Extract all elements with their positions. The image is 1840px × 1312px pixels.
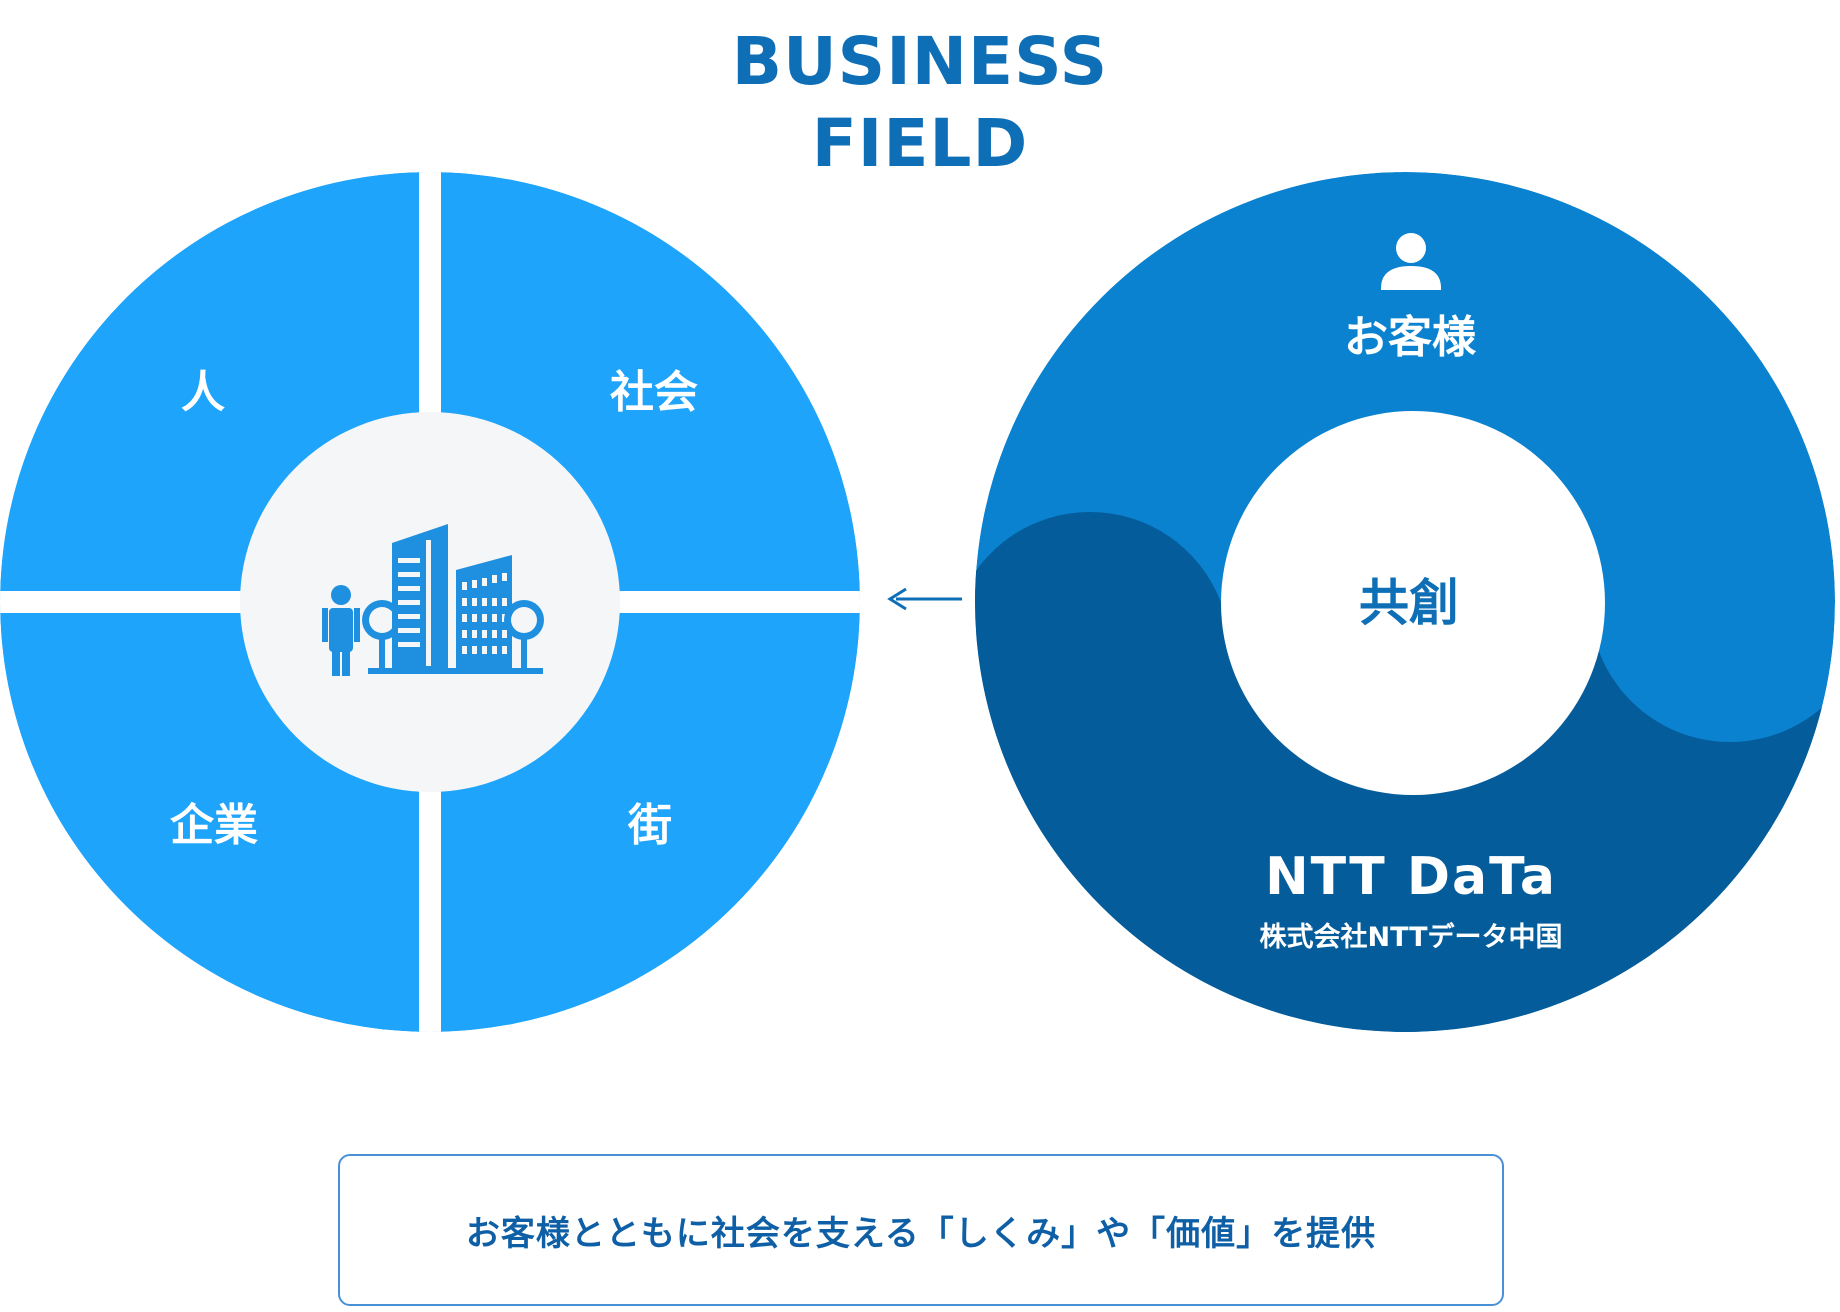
quadrant-label-society: 社会: [610, 367, 698, 418]
quadrant-label-companies: 企業: [170, 800, 258, 851]
person-head: [331, 585, 351, 605]
company-name: 株式会社NTTデータ中国: [1259, 921, 1562, 953]
co-creation-label: 共創: [1359, 574, 1459, 632]
ground-line: [368, 668, 543, 674]
customer-label: お客様: [1344, 312, 1477, 363]
summary-text: お客様とともに社会を支える「しくみ」や「価値」を提供: [465, 1213, 1377, 1254]
title-line-2: FIELD: [811, 105, 1029, 182]
tall-building: [392, 524, 448, 670]
person-body: [329, 608, 353, 652]
quadrant-label-town: 街: [627, 800, 672, 851]
right-circle-bottom-wave: [975, 511, 1835, 1032]
person-arm-right: [354, 608, 360, 642]
tree-right-trunk: [521, 636, 527, 670]
person-leg-right: [342, 648, 350, 676]
city-people-icon: [322, 524, 544, 676]
title-line-1: BUSINESS: [731, 23, 1109, 100]
person-icon: [1381, 233, 1441, 290]
quadrant-label-people: 人: [181, 367, 225, 418]
right-circle: お客様 共創 NTT DaTa 株式会社NTTデータ中国: [975, 172, 1835, 1032]
summary-box: お客様とともに社会を支える「しくみ」や「価値」を提供: [338, 1154, 1504, 1306]
person-arm-left: [322, 608, 328, 642]
ntt-data-logo: NTT DaTa: [1265, 847, 1557, 907]
person-leg-left: [332, 648, 340, 676]
mid-building: [456, 555, 512, 670]
tree-left-trunk: [379, 636, 385, 670]
right-center-circle: [1221, 411, 1605, 795]
left-circle: 人 社会 企業 街: [0, 172, 860, 1032]
arrow-left-icon: [887, 587, 962, 611]
